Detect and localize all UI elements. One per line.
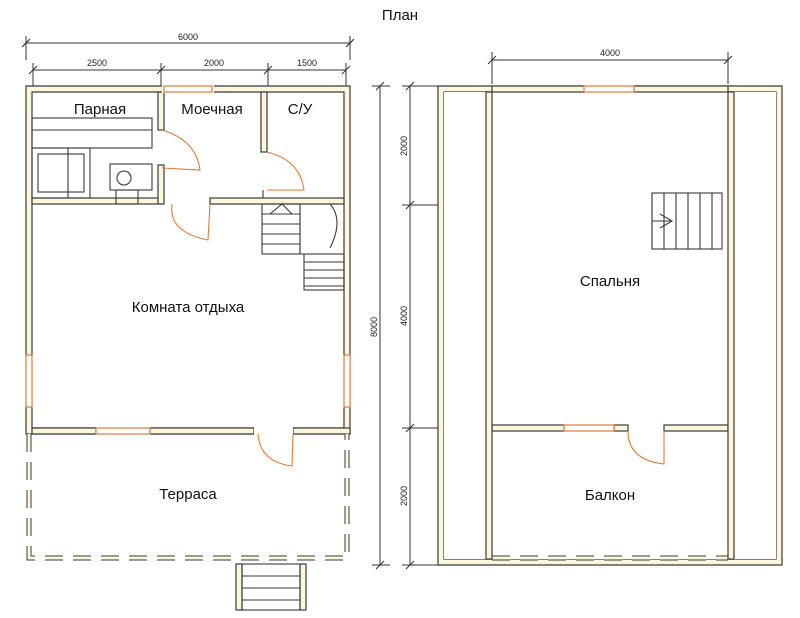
vertical-dimensions (372, 81, 438, 570)
dim-seg-1: 2000 (399, 136, 409, 156)
wall-steam-wash-top (157, 91, 165, 131)
terrace-outline (26, 434, 350, 561)
plan-title: План (382, 7, 418, 24)
label-bedroom: Спальня (580, 273, 640, 290)
dim-seg-2: 4000 (399, 306, 409, 326)
porch-steps (235, 563, 307, 611)
wall-steam-wash-bottom (157, 164, 165, 205)
steam-room-bench (31, 117, 153, 199)
ground-bottom-wall-a (31, 427, 97, 435)
bedroom-wall-c (663, 424, 729, 432)
label-bathroom: С/У (288, 101, 313, 118)
label-rest-room: Комната отдыха (132, 299, 245, 316)
label-terrace: Терраса (159, 486, 217, 503)
bedroom-wall-a (491, 424, 565, 432)
dim-part-2: 2000 (204, 58, 224, 68)
door-terrace[interactable] (257, 433, 294, 467)
upper-stairs (651, 192, 723, 250)
door-wash-room[interactable] (171, 203, 211, 241)
bedroom-wall-b (613, 424, 629, 432)
ground-wall-mid (31, 197, 163, 205)
ground-stairs (261, 203, 345, 291)
window-left (25, 354, 33, 408)
ground-outer-walls (25, 85, 351, 435)
window-rest-room-bottom (95, 427, 151, 435)
label-steam-room: Парная (74, 101, 126, 118)
dim-total-width: 6000 (178, 32, 198, 42)
door-steam-room[interactable] (161, 129, 201, 171)
ground-dimension-lines (21, 36, 355, 86)
dim-total-depth: 8000 (369, 317, 379, 337)
label-wash-room: Моечная (181, 101, 242, 118)
wall-wash-wc (260, 91, 268, 153)
dim-part-3: 1500 (297, 58, 317, 68)
dim-seg-3: 2000 (399, 486, 409, 506)
ground-bottom-wall-b (149, 427, 255, 435)
ground-bottom-wall-c (292, 427, 351, 435)
window-bedroom (583, 85, 635, 93)
ground-wall-mid-right (209, 197, 345, 205)
label-balcony: Балкон (585, 487, 635, 504)
dim-part-1: 2500 (87, 58, 107, 68)
window-balcony (563, 424, 615, 432)
window-right (343, 354, 351, 408)
door-balcony[interactable] (627, 430, 665, 465)
stove (109, 163, 153, 205)
ground-floor-plan: 6000 2500 2000 1500 (21, 32, 355, 611)
upper-floor-plan: 4000 (437, 48, 783, 566)
dim-upper-width: 4000 (600, 48, 620, 58)
window-wash-room (163, 85, 213, 93)
door-wc[interactable] (266, 151, 305, 191)
